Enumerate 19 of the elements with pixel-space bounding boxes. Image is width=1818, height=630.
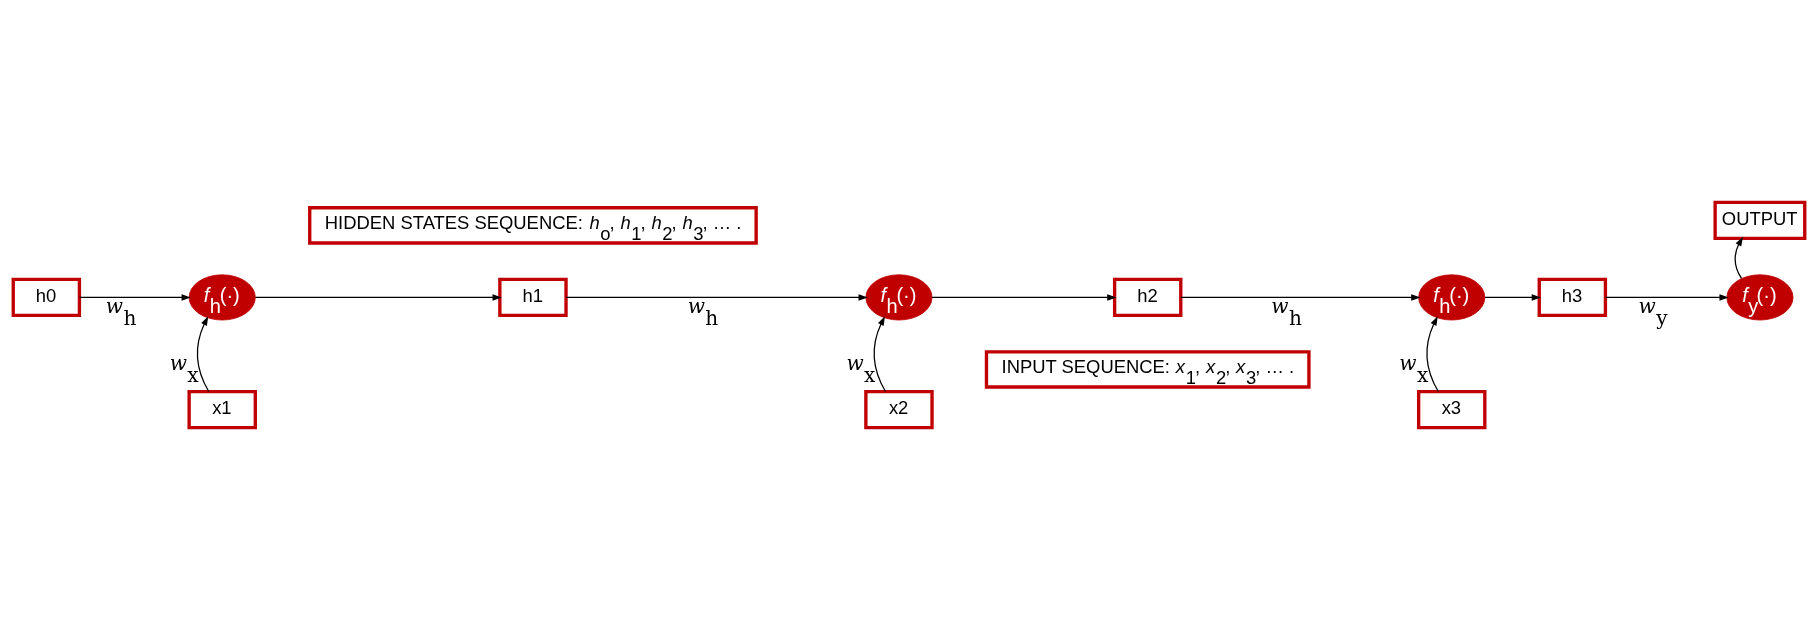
- arrow: [931, 294, 1117, 301]
- arrow: [1604, 294, 1729, 301]
- arrow: [1426, 316, 1439, 393]
- node-box: x3: [1416, 389, 1487, 430]
- node-box: h1: [498, 277, 568, 318]
- arrow: [1734, 236, 1744, 280]
- node-box: h3: [1537, 277, 1608, 318]
- arrow: [565, 294, 868, 301]
- node-box: x1: [187, 389, 257, 430]
- node-box: h0: [11, 277, 82, 318]
- node-box: x2: [864, 389, 934, 430]
- arrow: [78, 294, 191, 301]
- arrow: [1484, 294, 1541, 301]
- arrow: [254, 294, 502, 301]
- arrow: [1180, 294, 1421, 301]
- node-box: h2: [1112, 277, 1183, 318]
- node-box: OUTPUT: [1713, 200, 1807, 241]
- arrow: [873, 316, 887, 393]
- arrow: [196, 316, 210, 393]
